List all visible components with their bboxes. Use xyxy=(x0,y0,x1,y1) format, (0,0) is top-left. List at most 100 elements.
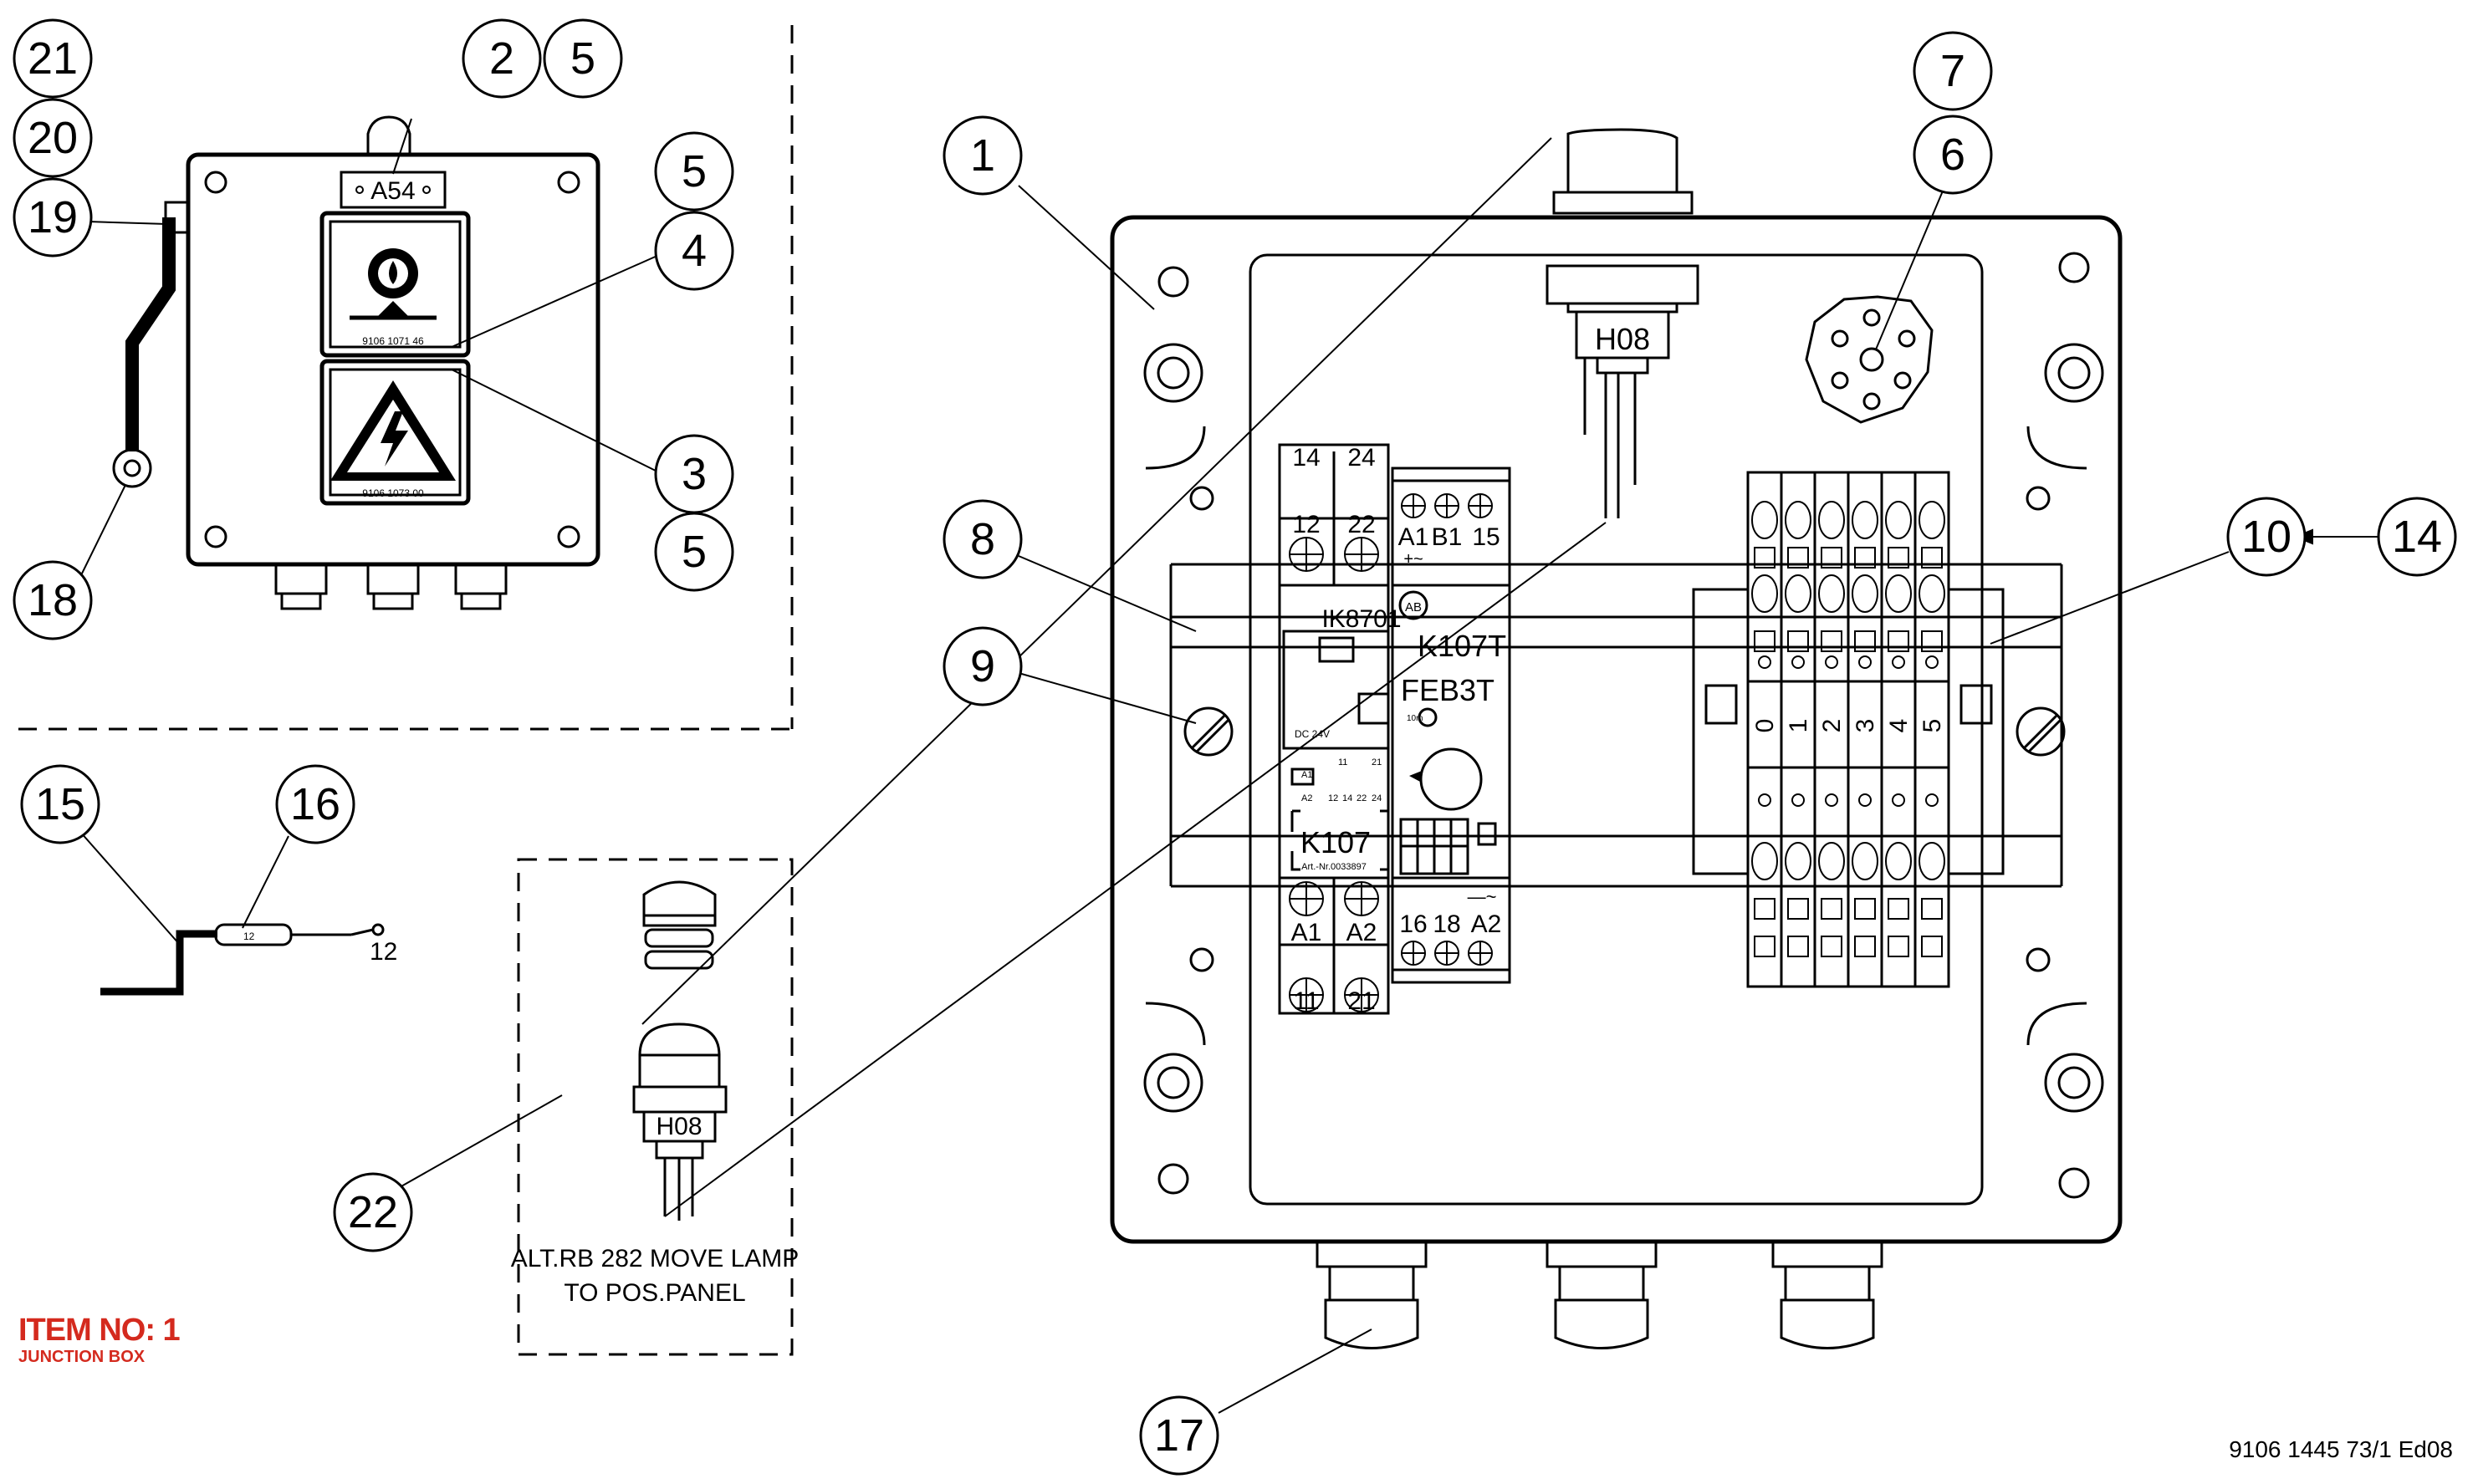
timer-tag: K107T xyxy=(1418,629,1506,663)
timer-term-16: 16 xyxy=(1399,910,1427,938)
item-name: JUNCTION BOX xyxy=(18,1348,146,1366)
front-tag: A54 xyxy=(370,177,415,205)
terminal-3: 3 xyxy=(1852,719,1879,733)
svg-text:5: 5 xyxy=(682,527,707,577)
cable-marker: 12 xyxy=(243,931,255,942)
timer-polarity-bottom: —~ xyxy=(1468,886,1497,907)
balloon-22: 22 xyxy=(333,1172,413,1252)
cable-detail: 12 12 xyxy=(100,923,397,996)
balloon-5-mid: 5 xyxy=(654,131,734,212)
timer-term-b1: B1 xyxy=(1432,523,1463,551)
svg-text:19: 19 xyxy=(28,192,78,242)
timer-term-15: 15 xyxy=(1472,523,1500,551)
svg-text:21: 21 xyxy=(28,33,78,84)
balloon-3: 3 xyxy=(654,434,734,514)
timer-brand: AB xyxy=(1405,600,1422,615)
balloon-9: 9 xyxy=(943,626,1023,706)
relay-term-a1: A1 xyxy=(1291,919,1322,946)
relay-k107: 14 24 12 22 IK8701 DC 24V A1 A2 11 12 14… xyxy=(1278,443,1402,1015)
svg-text:1: 1 xyxy=(970,130,995,181)
balloon-16: 16 xyxy=(275,764,355,844)
terminal-2: 2 xyxy=(1818,719,1846,733)
timer-range: 10m xyxy=(1407,714,1423,723)
earth-cable xyxy=(125,217,176,451)
relay-mark-11: 11 xyxy=(1338,757,1347,767)
relay-term-24: 24 xyxy=(1347,444,1375,472)
svg-text:2: 2 xyxy=(489,33,514,84)
svg-text:17: 17 xyxy=(1154,1410,1204,1461)
svg-text:18: 18 xyxy=(28,575,78,625)
corner-screws xyxy=(204,171,580,548)
relay-model: IK8701 xyxy=(1321,605,1401,633)
balloon-18: 18 xyxy=(13,560,93,640)
svg-text:20: 20 xyxy=(28,113,78,163)
relay-term-11: 11 xyxy=(1293,987,1319,1015)
relay-mark-21: 21 xyxy=(1372,757,1382,767)
balloon-15: 15 xyxy=(20,764,100,844)
svg-text:5: 5 xyxy=(570,33,595,84)
lamp-tag: H08 xyxy=(1595,322,1650,356)
indicator-lamp xyxy=(1546,128,1699,518)
relay-art-no: Art.-Nr.0033897 xyxy=(1301,862,1367,872)
relay-term-21: 21 xyxy=(1347,987,1375,1015)
relay-tag: K107 xyxy=(1300,825,1371,859)
relay-mark-24: 24 xyxy=(1372,793,1382,803)
timer-term-a2: A2 xyxy=(1471,910,1502,938)
balloon-2: 2 xyxy=(462,18,542,99)
balloon-5-bottom: 5 xyxy=(654,512,734,592)
relay-mark-a1: A1 xyxy=(1301,770,1312,780)
alt-lamp-tag: H08 xyxy=(656,1113,702,1140)
svg-text:16: 16 xyxy=(290,779,340,829)
balloon-20: 20 xyxy=(13,98,93,178)
timer-polarity-top: +~ xyxy=(1403,550,1423,569)
timer-k107t: A1 B1 15 +~ AB K107T FEB3T 10m —~ 16 18 … xyxy=(1391,467,1511,984)
main-view: H08 xyxy=(1110,128,2123,1349)
balloon-8: 8 xyxy=(943,499,1023,579)
balloon-21: 21 xyxy=(13,18,93,99)
relay-voltage: DC 24V xyxy=(1295,728,1330,740)
relay-mark-22: 22 xyxy=(1357,793,1367,803)
svg-text:8: 8 xyxy=(970,514,995,564)
balloon-14: 14 xyxy=(2377,497,2457,577)
front-view: A54 9106 1071 46 9106 1073 00 xyxy=(112,115,600,610)
svg-text:9: 9 xyxy=(970,641,995,691)
sign-1-code: 9106 1071 46 xyxy=(362,335,424,347)
svg-text:22: 22 xyxy=(348,1187,398,1237)
terminal-1: 1 xyxy=(1785,719,1812,733)
svg-text:3: 3 xyxy=(682,449,707,499)
timer-model: FEB3T xyxy=(1401,673,1494,707)
sign-2-code: 9106 1073 00 xyxy=(362,487,424,499)
alt-note-line2: TO POS.PANEL xyxy=(564,1279,745,1307)
wire-end-label: 12 xyxy=(370,938,397,966)
terminal-block: 0 1 2 3 4 5 xyxy=(1692,471,2005,988)
terminal-0: 0 xyxy=(1751,719,1779,733)
relay-mark-14: 14 xyxy=(1342,793,1352,803)
svg-text:10: 10 xyxy=(2241,512,2292,562)
front-cable-glands xyxy=(274,563,508,610)
balloon-6: 6 xyxy=(1913,115,1993,195)
svg-text:14: 14 xyxy=(2392,512,2442,562)
balloon-5-top: 5 xyxy=(543,18,623,99)
timer-term-18: 18 xyxy=(1433,910,1460,938)
leader-lines xyxy=(79,118,2417,1414)
svg-text:4: 4 xyxy=(682,226,707,276)
alt-note-line1: ALT.RB 282 MOVE LAMP xyxy=(511,1245,800,1272)
terminal-4: 4 xyxy=(1885,719,1913,733)
document-number: 9106 1445 73/1 Ed08 xyxy=(2229,1436,2453,1462)
alt-lamp-detail: H08 ALT.RB 282 MOVE LAMP TO POS.PANEL xyxy=(511,880,800,1307)
balloon-19: 19 xyxy=(13,177,93,258)
enclosure-fixing-holes xyxy=(1143,252,2104,1199)
balloon-4: 4 xyxy=(654,211,734,291)
relay-mark-12: 12 xyxy=(1328,793,1338,803)
svg-text:7: 7 xyxy=(1940,46,1965,96)
timer-term-a1: A1 xyxy=(1398,523,1429,551)
relay-term-12: 12 xyxy=(1292,511,1320,538)
svg-text:15: 15 xyxy=(35,779,85,829)
section-dividers xyxy=(18,25,794,1356)
relay-term-a2: A2 xyxy=(1346,919,1377,946)
rail-screws xyxy=(1183,706,2066,757)
connector-socket xyxy=(1805,295,1934,424)
relay-term-22: 22 xyxy=(1347,511,1375,538)
balloon-17: 17 xyxy=(1139,1395,1219,1476)
